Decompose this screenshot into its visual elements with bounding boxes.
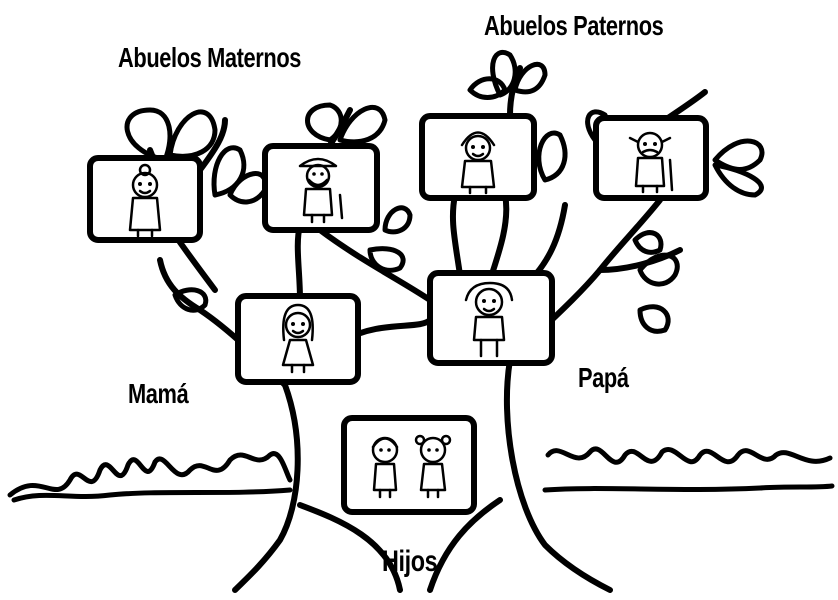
- tree-trunk: [232, 357, 613, 593]
- children-label: Hijos: [382, 545, 438, 578]
- frame-grandma-paternal: [419, 113, 537, 201]
- grandmother-icon: [460, 131, 496, 195]
- frame-dad: [427, 270, 555, 366]
- dad-label: Papá: [578, 362, 629, 393]
- frame-children: [341, 415, 477, 515]
- grass-right: [542, 446, 835, 493]
- man-icon: [464, 281, 514, 358]
- woman-icon: [281, 303, 315, 374]
- frame-mom: [235, 293, 361, 385]
- frame-grandpa-maternal: [262, 143, 380, 233]
- maternal-grandparents-label: Abuelos Maternos: [118, 42, 302, 73]
- children-icon: [371, 434, 452, 499]
- grandmother-icon: [128, 163, 162, 238]
- grandfather-beret-icon: [298, 157, 344, 224]
- frame-grandpa-paternal: [593, 115, 709, 201]
- paternal-grandparents-label: Abuelos Paternos: [484, 10, 664, 41]
- mom-label: Mamá: [128, 378, 189, 409]
- frame-grandma-maternal: [87, 155, 203, 243]
- grandfather-icon: [628, 131, 674, 194]
- tree-leaves: [124, 50, 765, 334]
- grass-left: [7, 451, 293, 503]
